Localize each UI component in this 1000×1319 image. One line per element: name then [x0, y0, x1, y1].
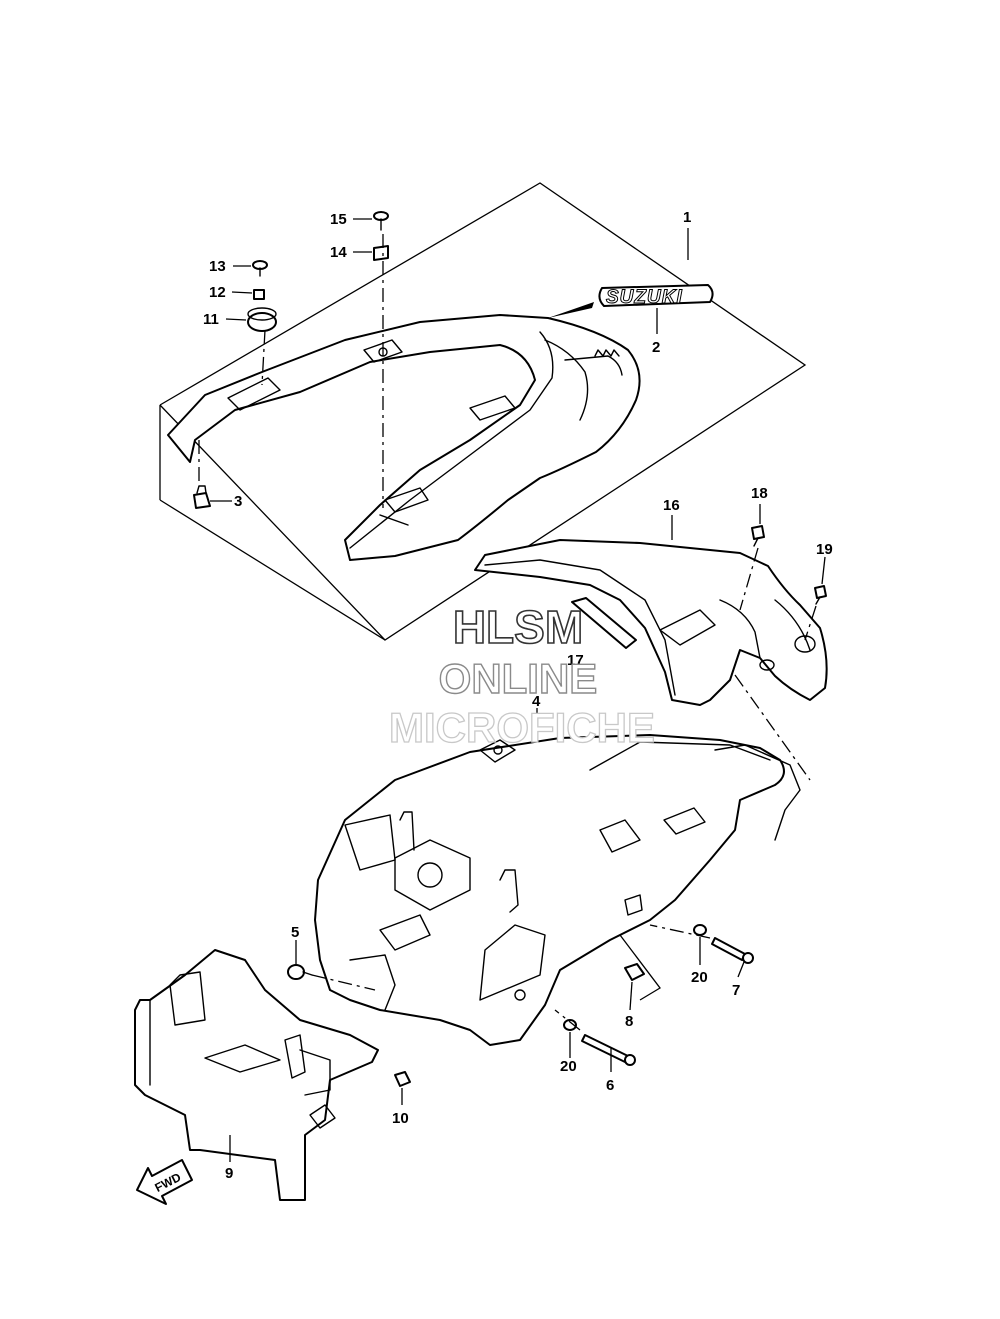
callout-16: 16 — [663, 497, 680, 514]
callout-6: 6 — [606, 1077, 614, 1094]
bolt-part-5[interactable] — [287, 964, 313, 980]
bracket-part-9[interactable] — [134, 949, 379, 1201]
bolt-part-7[interactable] — [711, 937, 754, 964]
emblem-pointer — [548, 302, 594, 318]
clip-part-10[interactable] — [394, 1071, 411, 1087]
bolt-part-6[interactable] — [581, 1034, 636, 1066]
rear-fender-inner-part-4[interactable] — [314, 734, 801, 1046]
alignment-lines — [198, 234, 817, 1031]
suzuki-emblem[interactable]: SUZUKI — [548, 284, 714, 318]
washer-part-20-upper[interactable] — [693, 924, 707, 936]
callout-15: 15 — [330, 211, 347, 228]
spacer-part-12[interactable] — [253, 289, 265, 300]
callout-numbers: 1 2 3 4 5 6 7 8 9 10 11 12 13 14 15 16 1… — [203, 209, 833, 1182]
callout-8: 8 — [625, 1013, 633, 1030]
nut-part-8[interactable] — [624, 963, 645, 981]
callout-18: 18 — [751, 485, 768, 502]
callout-14: 14 — [330, 244, 347, 261]
callout-11: 11 — [203, 311, 219, 328]
washer-part-20-lower[interactable] — [563, 1019, 577, 1031]
grommet-part-14[interactable] — [373, 245, 389, 261]
forward-direction-arrow: FWD — [136, 1159, 193, 1205]
watermark-line-1: HLSM — [453, 601, 583, 653]
screw-part-13[interactable] — [252, 260, 268, 277]
screw-part-15[interactable] — [373, 211, 389, 231]
suzuki-emblem-text: SUZUKI — [606, 287, 683, 308]
callout-12: 12 — [209, 284, 226, 301]
callout-19: 19 — [816, 541, 833, 558]
callout-20-lower: 20 — [560, 1058, 577, 1075]
watermark-line-2: ONLINE — [439, 655, 598, 702]
callout-leaders — [210, 218, 826, 1162]
callout-17: 17 — [567, 652, 584, 669]
callout-10: 10 — [392, 1110, 409, 1127]
callout-1: 1 — [683, 209, 691, 226]
cushion-part-3[interactable] — [193, 485, 211, 509]
callout-2: 2 — [652, 339, 660, 356]
callout-9: 9 — [225, 1165, 233, 1182]
screw-part-18[interactable] — [751, 525, 765, 547]
callout-5: 5 — [291, 924, 299, 941]
watermark: HLSM ONLINE MICROFICHE — [388, 600, 655, 751]
collar-part-11[interactable] — [247, 307, 277, 332]
watermark-line-3: MICROFICHE — [389, 704, 655, 751]
rear-fender-part-16[interactable] — [474, 539, 828, 706]
seat-tail-cover-assembly-box — [159, 182, 807, 641]
screw-part-19[interactable] — [814, 585, 827, 605]
seal-strip-part-17[interactable] — [571, 597, 637, 649]
callout-4: 4 — [532, 693, 541, 710]
callout-13: 13 — [209, 258, 226, 275]
seat-tail-cover[interactable] — [167, 314, 641, 561]
callout-20-upper: 20 — [691, 969, 708, 986]
callout-3: 3 — [234, 493, 242, 510]
callout-7: 7 — [732, 982, 740, 999]
